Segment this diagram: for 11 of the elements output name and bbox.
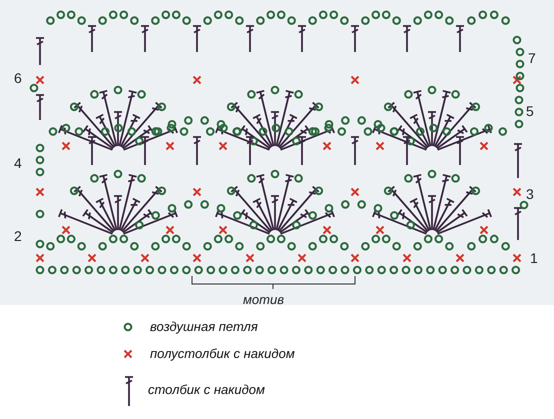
row-number: 3	[526, 186, 534, 202]
row-number: 6	[14, 70, 22, 86]
row-number: 7	[528, 50, 536, 66]
row-number: 4	[14, 155, 22, 171]
row-number: 1	[530, 250, 538, 266]
row-number: 5	[526, 103, 534, 119]
legend-text: столбик с накидом	[148, 382, 265, 398]
motif-label: мотив	[243, 292, 284, 308]
legend-text: полустолбик с накидом	[150, 346, 295, 362]
row-number: 2	[14, 228, 22, 244]
legend-text: воздушная петля	[150, 319, 258, 335]
